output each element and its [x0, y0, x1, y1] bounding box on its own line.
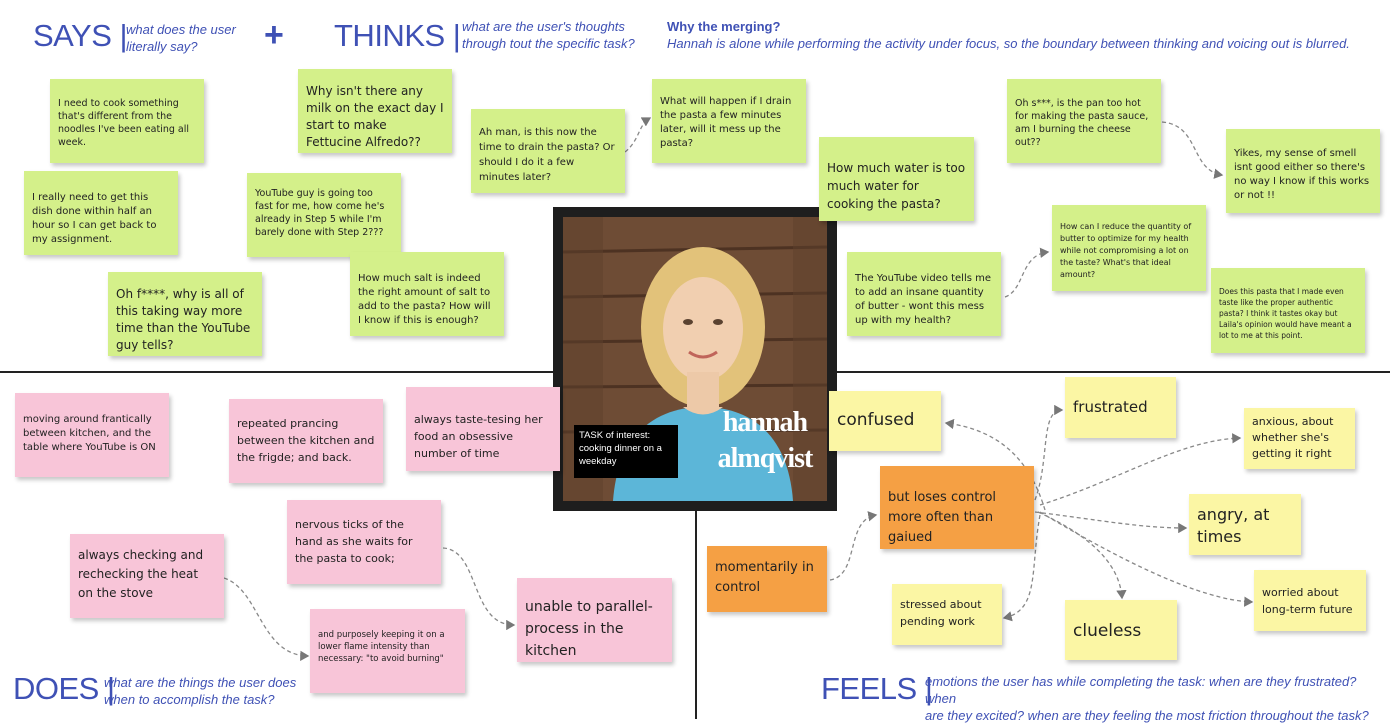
says-note: Why isn't there any milk on the exact da… [298, 69, 452, 153]
merge-title: Why the merging? [667, 19, 781, 34]
vertical-divider [695, 510, 697, 719]
feels-note: clueless [1065, 600, 1177, 660]
says-note: Oh f****, why is all of this taking way … [108, 272, 262, 356]
arrow-loses-to-worried [1039, 511, 1254, 607]
arrow-drain-to-consequence [624, 117, 652, 153]
says-note: Oh s***, is the pan too hot for making t… [1007, 79, 1161, 163]
arrow-loses-to-angry [1034, 511, 1188, 534]
arrow-control-to-loses [829, 511, 878, 581]
does-note: and purposely keeping it on a lower flam… [310, 609, 465, 693]
says-question-line: literally say? [126, 39, 198, 54]
feels-note: frustrated [1065, 377, 1176, 438]
feels-note: worried about long-term future [1254, 570, 1366, 631]
does-heading: DOES | [13, 671, 115, 706]
feels-note: confused [829, 391, 941, 451]
thinks-question-line: through tout the specific task? [462, 36, 635, 51]
feels-note: but loses control more often than gaiued [880, 466, 1034, 549]
does-question-line: when to accomplish the task? [104, 692, 275, 707]
thinks-note: How can I reduce the quantity of butter … [1052, 205, 1206, 291]
thinks-heading: THINKS | [334, 18, 461, 53]
persona-name: hannah almqvist [700, 405, 830, 477]
says-note: Yikes, my sense of smell isnt good eithe… [1226, 129, 1380, 213]
feels-note: stressed about pending work [892, 584, 1002, 645]
says-heading: SAYS | [33, 18, 128, 53]
persona-last-name: almqvist [717, 443, 814, 474]
arrow-loses-to-frustrated [1034, 404, 1064, 501]
feels-note: momentarily in control [707, 546, 827, 612]
does-note: nervous ticks of the hand as she waits f… [287, 500, 441, 584]
thinks-note: Ah man, is this now the time to drain th… [471, 109, 625, 193]
thinks-note: Does this pasta that I made even taste l… [1211, 268, 1365, 353]
thinks-note: The YouTube video tells me to add an ins… [847, 252, 1001, 336]
does-note: moving around frantically between kitche… [15, 393, 169, 477]
persona-first-name: hannah [722, 407, 808, 438]
does-question: what are the things the user does when t… [104, 674, 296, 708]
feels-heading: FEELS | [821, 671, 933, 706]
does-note: always checking and rechecking the heat … [70, 534, 224, 618]
thinks-note: What will happen if I drain the pasta a … [652, 79, 806, 163]
task-of-interest: TASK of interest: cooking dinner on a we… [574, 425, 678, 478]
does-note: always taste-tesing her food an obsessiv… [406, 387, 560, 471]
arrow-loses-to-anxious [1039, 433, 1242, 506]
arrow-butter-to-reduce [1004, 247, 1050, 298]
says-question: what does the user literally say? [126, 21, 236, 55]
thinks-note: How much salt is indeed the right amount… [350, 252, 504, 336]
says-note: YouTube guy is going too fast for me, ho… [247, 173, 401, 257]
merge-text: Hannah is alone while performing the act… [667, 36, 1350, 51]
does-note: repeated prancing between the kitchen an… [229, 399, 383, 483]
feels-note: anxious, about whether she's getting it … [1244, 408, 1355, 469]
says-question-line: what does the user [126, 22, 236, 37]
thinks-question-line: what are the user's thoughts [462, 19, 625, 34]
arrow-pan-to-smell [1161, 121, 1224, 179]
arrow-checking-to-flame [223, 577, 310, 662]
merge-explanation: Why the merging? Hannah is alone while p… [667, 18, 1367, 52]
feels-question-line: emotions the user has while completing t… [925, 674, 1357, 706]
thinks-question: what are the user's thoughts through tou… [462, 18, 635, 52]
feels-note: angry, at times [1189, 494, 1301, 555]
thinks-note: How much water is too much water for coo… [819, 137, 974, 221]
says-note: I really need to get this dish done with… [24, 171, 178, 255]
arrow-nervous-to-parallel [442, 547, 516, 631]
arrow-loses-to-confused [944, 418, 1046, 511]
does-question-line: what are the things the user does [104, 675, 297, 690]
plus-sign: + [264, 16, 284, 54]
does-note: unable to parallel-process in the kitche… [517, 578, 672, 662]
arrow-loses-to-clueless [1037, 511, 1127, 600]
says-note: I need to cook something that's differen… [50, 79, 204, 163]
arrow-loses-to-stressed [1002, 514, 1041, 622]
